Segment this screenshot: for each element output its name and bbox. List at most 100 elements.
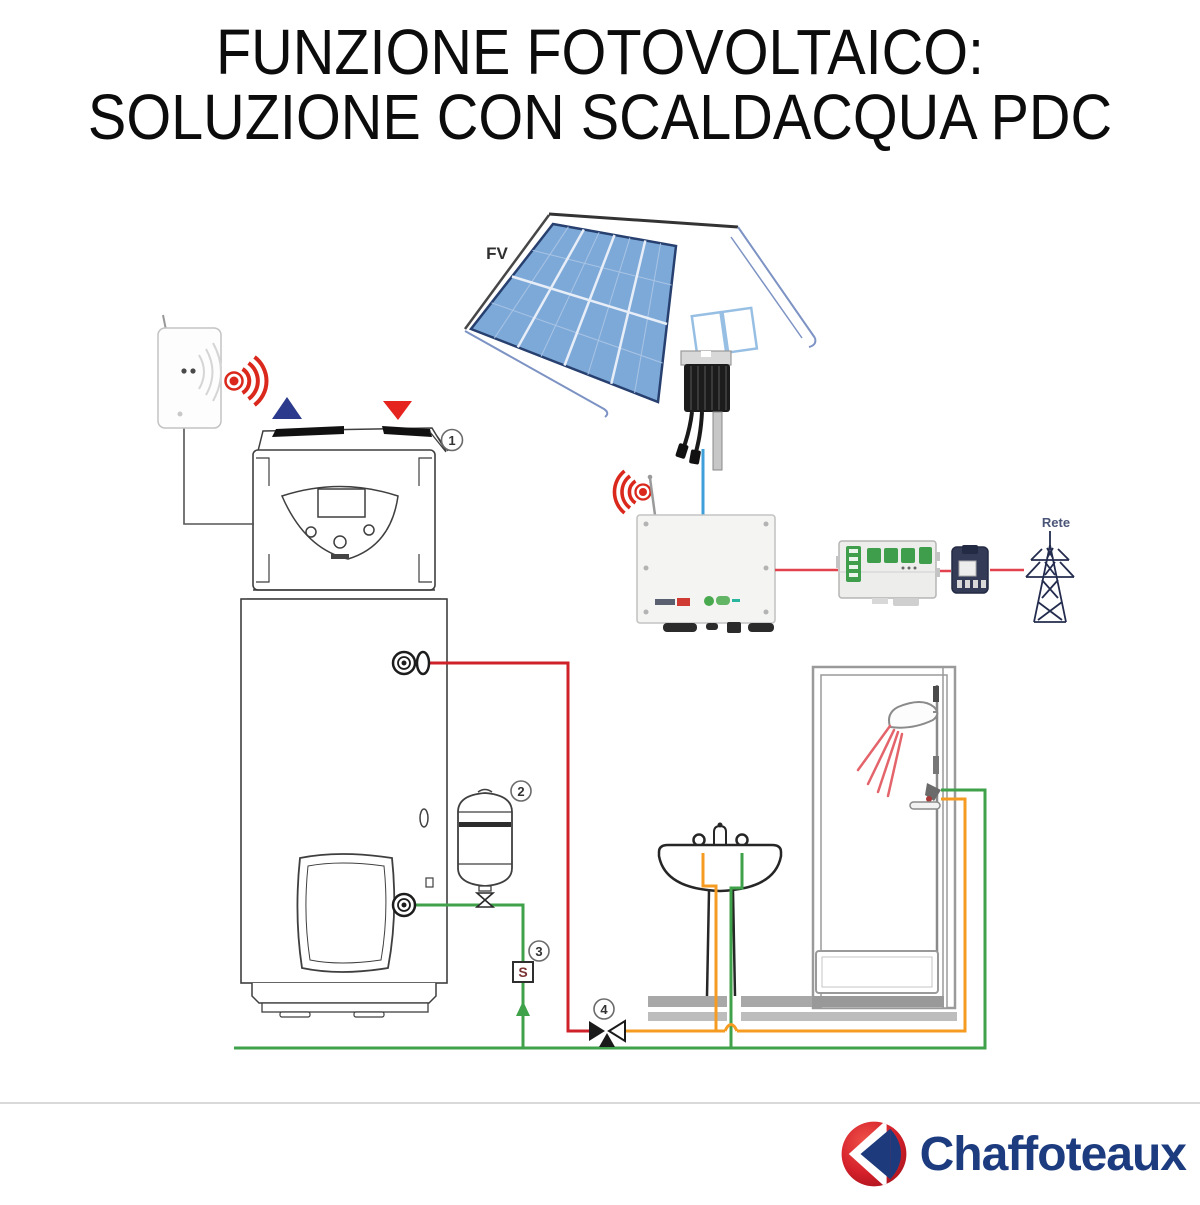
heater-access-panel-inner [305, 862, 387, 964]
heater-access-panel [296, 853, 396, 973]
roof-ridge-line [548, 212, 739, 229]
cold-water-pipes [234, 788, 987, 1050]
wireless-remote [157, 314, 254, 525]
remote-speaker-arcs [198, 342, 222, 402]
callout-1: 1 [440, 428, 464, 452]
heater-fittings [391, 650, 431, 918]
brand-logo: Chaffoteaux [838, 1118, 1187, 1190]
cold-water-heater-feed [415, 903, 525, 1048]
cold-water-main [234, 788, 987, 1050]
optimizer-rail [712, 411, 723, 471]
solenoid-valve: S [512, 961, 534, 983]
power-optimizer [675, 350, 732, 471]
hot-water-pipe [415, 661, 592, 1033]
heater-display [317, 488, 366, 518]
footer-divider [0, 1102, 1200, 1104]
optimizer-fins [690, 366, 727, 410]
expansion-vessel [457, 788, 513, 908]
vessel-body [457, 792, 513, 887]
inverter-screws [643, 521, 769, 615]
washbasin [657, 822, 783, 997]
solenoid-label: S [518, 964, 527, 980]
heater-button-left [305, 526, 317, 538]
grid-label: Rete [1042, 515, 1070, 530]
vessel-cap [477, 788, 493, 793]
floor-bar-2b [741, 1012, 957, 1021]
vessel-neck [478, 885, 492, 892]
heater-control-panel [280, 485, 399, 560]
meter-terminal-1 [867, 548, 881, 563]
hot-outlet-ring [415, 650, 431, 676]
wifi-signal-right-icon [224, 355, 269, 407]
inverter-connectors [663, 622, 774, 633]
chaffoteaux-logo-icon [841, 1121, 907, 1187]
page-title: FUNZIONE FOTOVOLTAICO: SOLUZIONE CON SCA… [0, 20, 1200, 150]
heater-corner-notches [256, 457, 432, 583]
heater-logo-bar [331, 554, 349, 559]
remote-dot-2 [190, 368, 196, 374]
flow-arrow-up [516, 1001, 530, 1016]
warm-air-triangle [383, 401, 412, 420]
solenoid-box [512, 961, 534, 983]
pylon-structure [1025, 531, 1075, 623]
optimizer-connector-1 [675, 443, 689, 459]
mixed-water-main [620, 797, 967, 1033]
svg-text:3: 3 [535, 944, 542, 959]
vessel-band [459, 822, 511, 827]
brand-name: Chaffoteaux [919, 1127, 1187, 1181]
pv-roof: FV [463, 212, 817, 418]
meter-terminal-2 [884, 548, 898, 563]
shower-mixer-handle [926, 796, 932, 802]
floor-lines [648, 996, 957, 1021]
svg-text:4: 4 [600, 1002, 608, 1017]
optimizer-connector-2 [689, 449, 701, 465]
mixer-bottom-port [599, 1033, 615, 1047]
shower-head [888, 701, 939, 729]
floor-bar-2 [648, 1012, 727, 1021]
callout-3: 3 [528, 940, 550, 962]
heater-vent-left [272, 426, 344, 437]
callout-2: 2 [510, 780, 532, 802]
inverter-antenna [648, 477, 657, 516]
heater-base [251, 983, 437, 1004]
heater-base-step [261, 1002, 429, 1013]
svg-text:2: 2 [517, 784, 524, 799]
ct-sensor [951, 545, 989, 594]
meter-clip [872, 598, 888, 604]
basin-pedestal-left [705, 890, 711, 997]
power-grid-pylon: Rete [1025, 515, 1075, 623]
mixer-left-port [589, 1021, 605, 1041]
ct-clamp [962, 545, 978, 554]
callouts: 1 2 3 4 [440, 428, 615, 1020]
shower-tray [815, 950, 939, 994]
cold-water-basin-feed [729, 853, 744, 1048]
heater-button-right [363, 524, 375, 536]
solar-panel-array [468, 222, 678, 404]
heat-pump-water-heater [240, 426, 449, 1018]
mixer-right-port [607, 1019, 626, 1043]
shower-shelf [909, 801, 941, 810]
optimizer-wire-2 [694, 411, 704, 453]
basin-bowl [657, 843, 783, 893]
roof-right-eave-curl [808, 337, 817, 348]
shower-spray [856, 724, 904, 798]
callout-4: 4 [593, 998, 615, 1020]
mixed-water-basin-feed [701, 853, 718, 1031]
vessel-valve [474, 892, 496, 908]
shower-tray-inner [821, 956, 933, 988]
roof-right-rake-inner [730, 236, 803, 339]
title-line-1: FUNZIONE FOTOVOLTAICO: [215, 16, 985, 88]
cool-air-triangle [272, 397, 302, 419]
remote-wire [183, 427, 254, 525]
roof-left-rake [463, 214, 551, 330]
shower-rail-clamp-top [933, 686, 939, 702]
pv-label: FV [486, 244, 508, 263]
inverter-body [636, 514, 776, 624]
solar-panel-field [468, 222, 678, 404]
heater-button-center [333, 535, 347, 549]
inverter-logo-green [704, 596, 714, 606]
roof-left-eave [464, 330, 609, 418]
mixed-water-pipes [620, 797, 967, 1033]
remote-dot-1 [181, 368, 187, 374]
heater-vent-right [382, 426, 432, 437]
